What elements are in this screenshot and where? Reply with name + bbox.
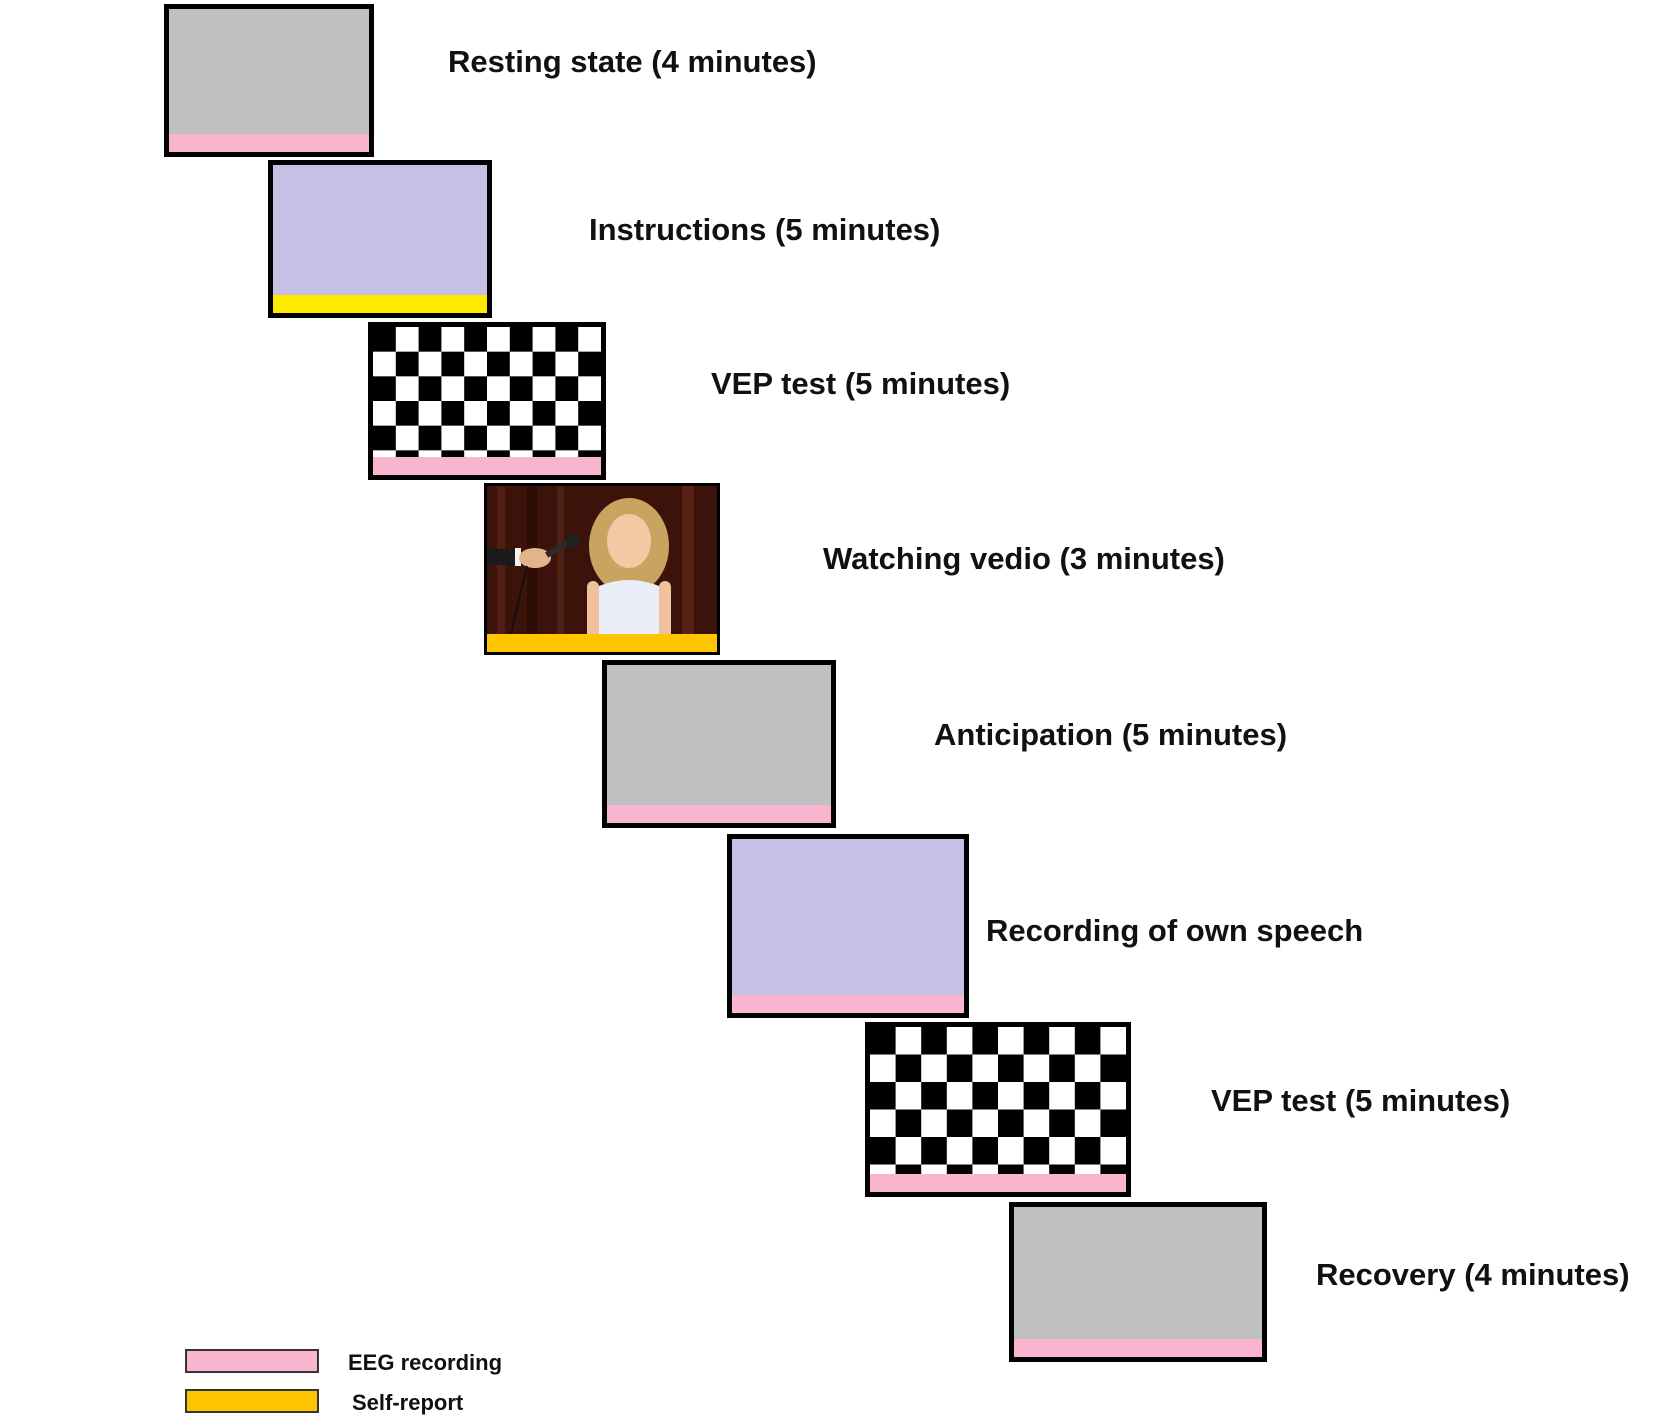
checker-square <box>972 1137 998 1165</box>
checker-square <box>1049 1054 1075 1082</box>
checker-square <box>395 351 419 377</box>
stage-label-resting-state: Resting state (4 minutes) <box>448 44 817 79</box>
lavender-screen <box>273 165 487 313</box>
checker-square <box>1100 1054 1126 1082</box>
stage-instructions <box>268 160 492 318</box>
checker-square <box>870 1027 896 1055</box>
checker-square <box>464 327 487 352</box>
stage-resting-state <box>164 4 374 157</box>
stage-label-vep-test-2: VEP test (5 minutes) <box>1211 1083 1511 1118</box>
self-report-bar <box>487 634 717 652</box>
stage-anticipation <box>602 660 836 828</box>
eeg-recording-bar <box>1014 1339 1262 1357</box>
stage-watching-video <box>484 483 720 655</box>
checker-square <box>921 1027 947 1055</box>
stage-label-watching-video: Watching vedio (3 minutes) <box>823 541 1225 576</box>
checker-square <box>1023 1137 1050 1165</box>
stage-vep-test-2 <box>865 1022 1131 1197</box>
checker-square <box>487 401 510 426</box>
checker-square <box>998 1054 1024 1082</box>
stage-recording-own-speech <box>727 834 969 1018</box>
checker-square <box>555 327 579 352</box>
self-report-bar <box>273 295 487 313</box>
checker-square <box>998 1109 1024 1137</box>
checker-square <box>578 351 601 377</box>
stage-label-recovery: Recovery (4 minutes) <box>1316 1257 1630 1292</box>
checker-square <box>555 425 579 451</box>
checker-square <box>532 401 556 426</box>
checkerboard-pattern <box>373 327 601 475</box>
checker-square <box>418 425 442 451</box>
gray-screen <box>1014 1207 1262 1357</box>
gray-screen <box>607 665 831 823</box>
checker-square <box>441 351 465 377</box>
checker-square <box>895 1054 922 1082</box>
checker-square <box>532 351 556 377</box>
checker-square <box>1074 1137 1101 1165</box>
checker-square <box>373 425 396 451</box>
checker-square <box>418 376 442 401</box>
checker-square <box>555 376 579 401</box>
checkerboard-screen <box>870 1027 1126 1192</box>
legend-label-eeg: EEG recording <box>348 1350 503 1375</box>
checker-square <box>1074 1082 1101 1110</box>
checker-square <box>509 425 533 451</box>
stage-label-instructions: Instructions (5 minutes) <box>589 212 941 247</box>
checker-square <box>946 1054 973 1082</box>
checkerboard-screen <box>373 327 601 475</box>
legend-swatch-self-report <box>185 1389 319 1413</box>
legend-swatch-eeg <box>185 1349 319 1373</box>
stage-label-recording-own-speech: Recording of own speech <box>986 913 1364 948</box>
checker-square <box>441 401 465 426</box>
girl-with-microphone-illustration <box>487 486 717 652</box>
checker-square <box>972 1027 998 1055</box>
eeg-recording-bar <box>373 457 601 475</box>
video-still-image <box>487 486 717 652</box>
checker-square <box>418 327 442 352</box>
checker-square <box>487 351 510 377</box>
checker-square <box>1049 1109 1075 1137</box>
checker-square <box>1023 1027 1050 1055</box>
checker-square <box>464 425 487 451</box>
eeg-recording-bar <box>732 995 964 1013</box>
checker-square <box>1100 1109 1126 1137</box>
stage-recovery <box>1009 1202 1267 1362</box>
checker-square <box>509 376 533 401</box>
checker-square <box>870 1137 896 1165</box>
checker-square <box>972 1082 998 1110</box>
checker-square <box>1074 1027 1101 1055</box>
stage-vep-test-1 <box>368 322 606 480</box>
checker-square <box>509 327 533 352</box>
lavender-screen <box>732 839 964 1013</box>
checker-square <box>921 1082 947 1110</box>
checker-square <box>373 376 396 401</box>
checker-square <box>870 1082 896 1110</box>
checker-square <box>1023 1082 1050 1110</box>
eeg-recording-bar <box>169 134 369 152</box>
stage-label-anticipation: Anticipation (5 minutes) <box>934 717 1288 752</box>
stage-label-vep-test-1: VEP test (5 minutes) <box>711 366 1011 401</box>
checker-square <box>373 327 396 352</box>
legend-label-self-report: Self-report <box>352 1390 464 1415</box>
eeg-recording-bar <box>870 1174 1126 1192</box>
checkerboard-pattern <box>870 1027 1126 1192</box>
checker-square <box>395 401 419 426</box>
checker-square <box>464 376 487 401</box>
eeg-recording-bar <box>607 805 831 823</box>
checker-square <box>895 1109 922 1137</box>
checker-square <box>921 1137 947 1165</box>
gray-screen <box>169 9 369 152</box>
checker-square <box>946 1109 973 1137</box>
checker-square <box>578 401 601 426</box>
